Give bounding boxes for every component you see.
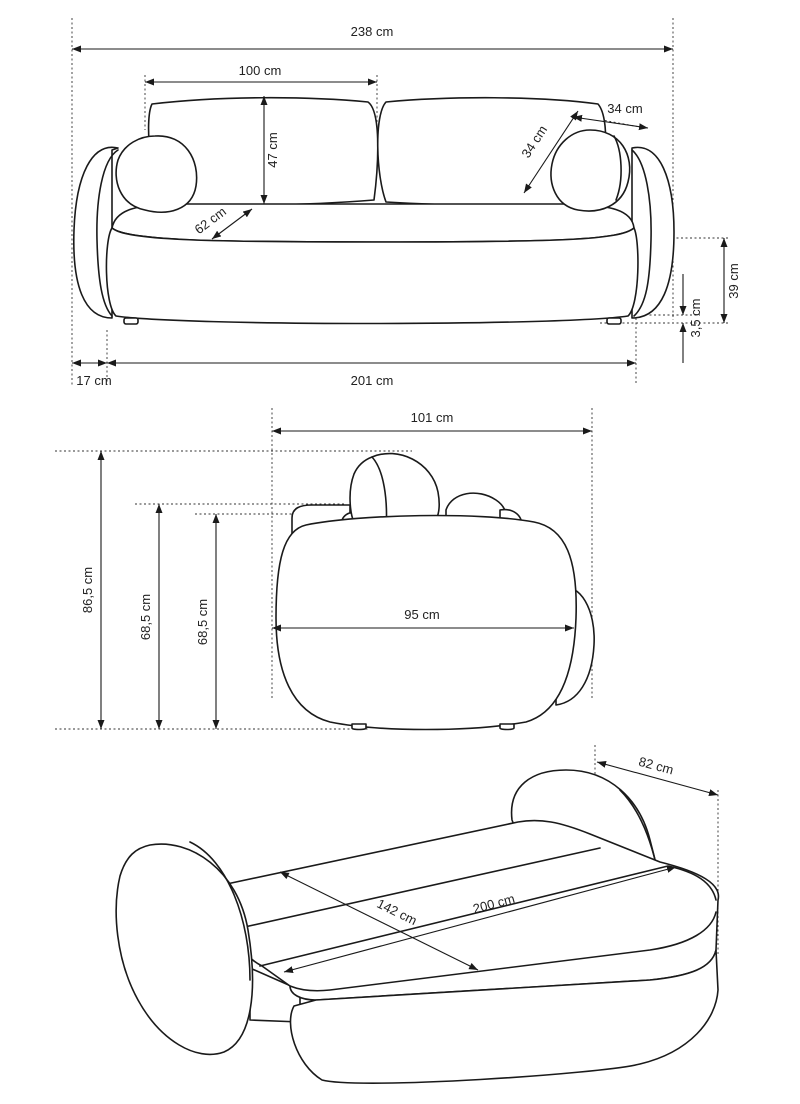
- side-leg-right: [499, 723, 515, 731]
- sofa-side-drawing: [275, 452, 595, 731]
- pillow-right: [550, 129, 631, 212]
- label-pillow-width: 34 cm: [607, 101, 642, 116]
- dim-62: [211, 208, 253, 240]
- label-armrest-height-a: 68,5 cm: [138, 594, 153, 640]
- dim-34-horizontal: [572, 114, 649, 131]
- seat-top: [111, 203, 635, 243]
- label-cushion-width: 100 cm: [239, 63, 282, 78]
- sofa-front-drawing: [73, 96, 675, 325]
- bed-view: 82 cm 142 cm 200 cm: [115, 745, 720, 1084]
- seat-base: [105, 227, 639, 325]
- label-total-height: 86,5 cm: [80, 567, 95, 613]
- label-armrest-height-b: 68,5 cm: [195, 599, 210, 645]
- right-armrest: [631, 146, 675, 319]
- dim-34-vertical: [523, 110, 579, 194]
- leg-left: [123, 317, 139, 325]
- side-view-dimensions: 101 cm 95 cm 86,5 cm 68,5 cm 68,5 cm: [80, 410, 592, 729]
- dim-200: [283, 865, 677, 974]
- side-leg-left: [351, 723, 367, 731]
- label-depth: 101 cm: [411, 410, 454, 425]
- label-armrest-width: 17 cm: [76, 373, 111, 388]
- side-view-guides: [55, 408, 593, 730]
- pillow-left: [115, 135, 198, 213]
- bed-front-roll: [289, 949, 719, 1084]
- label-total-width: 238 cm: [351, 24, 394, 39]
- side-body: [275, 514, 578, 731]
- front-view: 238 cm 100 cm 47 cm 34 cm 34 cm 62 cm 39…: [71, 18, 741, 388]
- front-view-dimensions: 238 cm 100 cm 47 cm 34 cm 34 cm 62 cm 39…: [72, 24, 741, 388]
- dim-82: [596, 760, 719, 797]
- bed-drawing: [115, 769, 720, 1084]
- label-back-height: 47 cm: [265, 132, 280, 167]
- label-leg-height: 3,5 cm: [688, 298, 703, 337]
- label-seat-height: 39 cm: [726, 263, 741, 298]
- bed-armrest-front: [115, 843, 254, 1056]
- label-inner-depth: 95 cm: [404, 607, 439, 622]
- side-view: 101 cm 95 cm 86,5 cm 68,5 cm 68,5 cm: [55, 408, 595, 731]
- label-seat-width: 201 cm: [351, 373, 394, 388]
- leg-right: [606, 317, 622, 325]
